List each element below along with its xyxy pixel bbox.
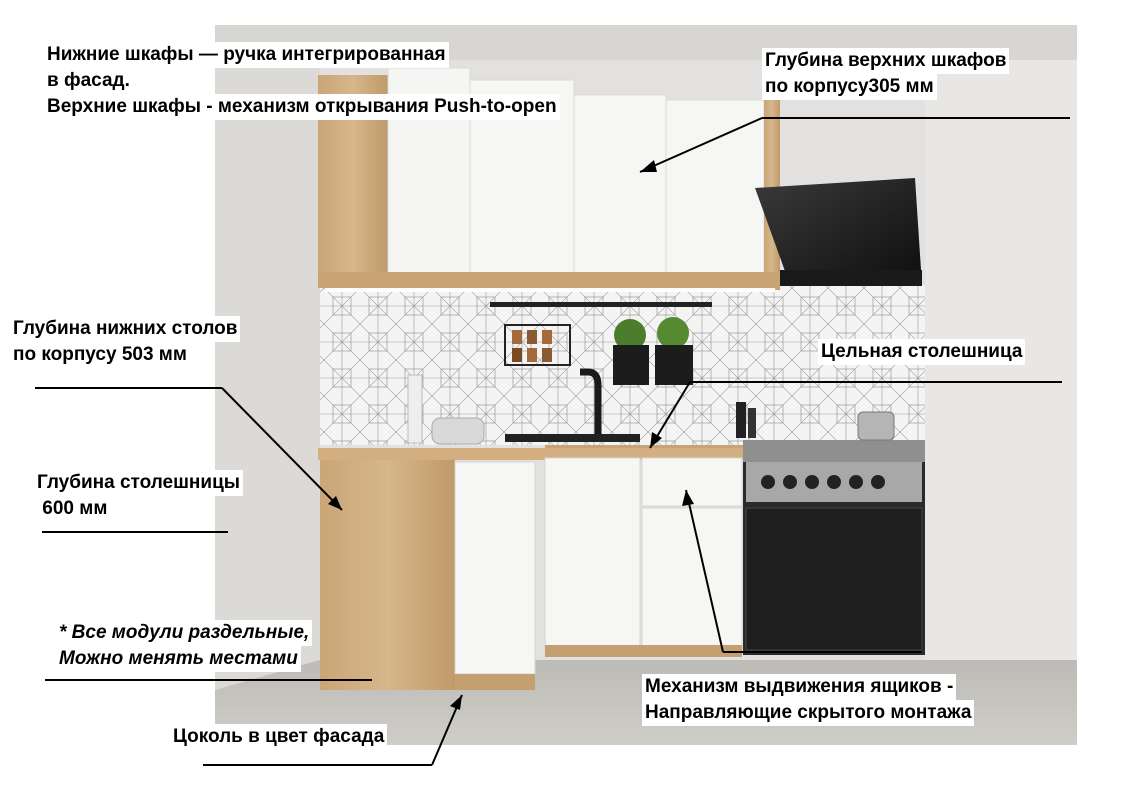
spice-jar [527,330,537,344]
range-hood [755,178,922,285]
annotation-upper-depth-line1: Глубина верхних шкафов [762,48,1010,74]
spice-jar [527,348,537,362]
sink [505,434,640,442]
annotation-lower-depth-line2: по корпусу 503 мм [10,342,190,368]
plant-pot [613,345,649,385]
left-wall [215,60,325,690]
spice-jar [542,348,552,362]
upper-cabinet-3 [573,94,667,291]
annotation-lower-depth: Глубина нижних столов по корпусу 503 мм [10,316,241,368]
oven-door [745,507,923,651]
stove-knob [805,475,819,489]
plant [614,319,646,351]
annotation-modules: * Все модули раздельные, Можно менять ме… [56,620,313,672]
annotation-countertop-depth: Глубина столешницы 600 мм [34,470,243,522]
stove-knob [849,475,863,489]
kitchen-rail [490,302,712,307]
spice-shelf [504,324,571,366]
right-wall [925,60,1077,680]
countertop-front [318,448,746,460]
faucet [580,368,602,440]
spice-jar [542,330,552,344]
lower-cabinet-door [544,457,641,649]
upper-bottom-wood [318,272,780,288]
annotation-countertop-depth-line1: Глубина столешницы [34,470,243,496]
lower-corner-wood [320,460,455,690]
annotation-drawer-mechanism-line2: Направляющие скрытого монтажа [642,700,975,726]
annotation-upper-push-to-open: Верхние шкафы - механизм открывания Push… [44,94,560,120]
hood-base [780,270,922,286]
stove-knob [761,475,775,489]
annotation-leaders [35,117,1070,766]
annotation-solid-countertop: Цельная столешница [818,339,1026,365]
pot [857,411,895,441]
annotation-upper-depth: Глубина верхних шкафов по корпусу305 мм [762,48,1010,100]
bottle [748,408,756,438]
lower-cabinet-door [641,507,743,651]
bottle [736,402,746,438]
lower-cabinet-door [454,461,536,675]
annotation-lower-depth-line1: Глубина нижних столов [10,316,241,342]
annotation-upper-depth-line2: по корпусу305 мм [762,74,937,100]
led-strip [325,288,775,292]
annotation-lower-handle: Нижние шкафы — ручка интегрированная [44,42,449,68]
stove-knob [783,475,797,489]
spice-jar [512,348,522,362]
stove-knob [827,475,841,489]
plinth [455,674,535,690]
plant-pot [655,345,693,385]
annotation-modules-line2: Можно менять местами [56,646,301,672]
annotation-countertop-depth-line2: 600 мм [34,496,111,522]
annotation-modules-line1: * Все модули раздельные, [56,620,313,646]
plant [657,317,689,349]
upper-cabinet-4 [665,99,765,291]
annotation-plinth: Цоколь в цвет фасада [170,724,388,750]
annotation-lower-handle-line2: в фасад. [44,68,133,94]
bowl [431,417,485,445]
tablet-stand [407,374,423,444]
stove-top [743,440,925,462]
annotation-handles-and-push: Нижние шкафы — ручка интегрированная в ф… [44,42,560,120]
lower-drawer [641,457,743,507]
annotation-drawer-mechanism-line1: Механизм выдвижения ящиков - [642,674,957,700]
spice-jar [512,330,522,344]
stove-knob [871,475,885,489]
annotation-drawer-mechanism: Механизм выдвижения ящиков - Направляющи… [642,674,975,726]
plinth [545,645,742,657]
